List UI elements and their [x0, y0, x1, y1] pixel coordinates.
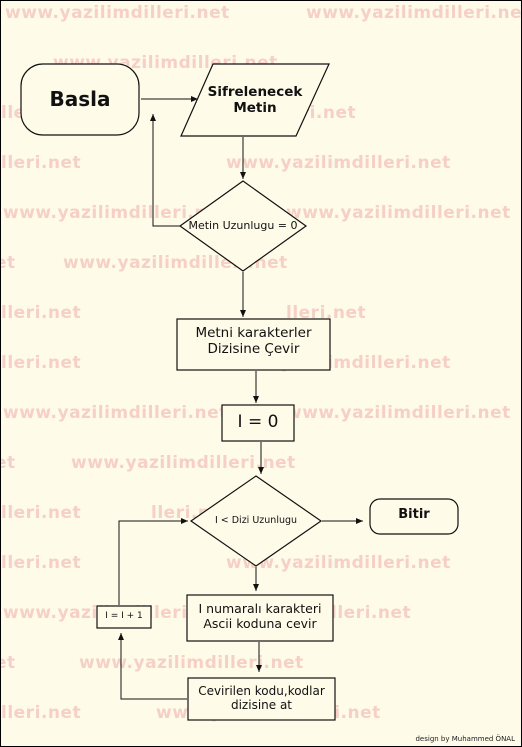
watermark: www.yazilimdilleri.net: [306, 3, 522, 23]
convert-label-line2: Ascii koduna cevir: [203, 616, 317, 631]
store-label-line2: dizisine at: [230, 698, 293, 713]
increment-process: [96, 605, 152, 629]
input-parallelogram: [180, 63, 330, 137]
input-label-line1: Sifrelenecek: [207, 84, 303, 100]
to-array-label-line2: Dizisine Çevir: [207, 341, 300, 358]
connector-store-to-increment: [118, 633, 187, 700]
designer-credit: design by Muhammed ÖNAL: [415, 735, 515, 743]
init-process: [221, 404, 295, 442]
watermark-fragment: lleri.net: [1, 703, 82, 723]
convert-label: I numaralı karakteri Ascii koduna cevir: [187, 601, 333, 631]
watermark: www.yazilimdilleri.net: [226, 553, 451, 573]
watermark: www.yazilimdilleri.net: [79, 653, 304, 673]
init-label: I = 0: [237, 412, 279, 432]
connector-length-yes-loop: [150, 114, 181, 227]
to-array-label-line1: Metni karakterler: [195, 325, 312, 341]
watermark: www.yazilimdilleri.net: [3, 403, 228, 423]
convert-label-line1: I numaralı karakteri: [198, 601, 322, 616]
store-process: [187, 677, 336, 721]
length-condition-label: Metin Uzunlugu = 0: [188, 219, 298, 232]
watermark-fragment: lleri.net: [1, 353, 82, 373]
watermark-fragment: et: [1, 453, 16, 473]
loop-decision-diamond: [189, 475, 323, 567]
connector-increment-to-loop: [118, 518, 188, 605]
watermark-fragment: lleri.net: [1, 153, 82, 173]
to-array-label: Metni karakterler Dizisine Çevir: [177, 325, 330, 357]
store-label-line1: Cevirilen kodu,kodlar: [198, 684, 325, 698]
store-label: Cevirilen kodu,kodlar dizisine at: [188, 684, 335, 713]
watermark-fragment: lleri.net: [286, 303, 367, 323]
watermark: www.yazilimdilleri.net: [3, 203, 228, 223]
convert-process: [186, 594, 334, 642]
start-label: Basla: [49, 87, 111, 111]
watermark-fragment: lleri.net: [1, 553, 82, 573]
length-decision-diamond: [178, 180, 308, 272]
to-array-process: [176, 318, 331, 371]
watermark: www.yazilimdilleri.net: [5, 3, 230, 23]
watermark-fragment: lleri.net: [331, 603, 412, 623]
watermark-fragment: et: [1, 253, 16, 273]
input-label: Sifrelenecek Metin: [189, 84, 321, 116]
input-label-line2: Metin: [233, 100, 277, 117]
start-terminal: [20, 63, 140, 136]
loop-condition-label: I < Dizi Uzunlugu: [214, 515, 298, 526]
watermark: www.yazilimdilleri.net: [286, 403, 511, 423]
increment-label: I = I + 1: [105, 611, 143, 621]
watermark: www.yazilimdilleri.net: [71, 453, 296, 473]
watermark-fragment: lleri.net: [1, 303, 82, 323]
watermark: www.yazilimdilleri.net: [226, 153, 451, 173]
end-terminal: [369, 498, 459, 535]
end-label: Bitir: [398, 507, 430, 522]
watermark-fragment: lleri.net: [1, 503, 82, 523]
watermark-fragment: et: [1, 653, 16, 673]
watermark: www.yazilimdilleri.net: [286, 203, 511, 223]
